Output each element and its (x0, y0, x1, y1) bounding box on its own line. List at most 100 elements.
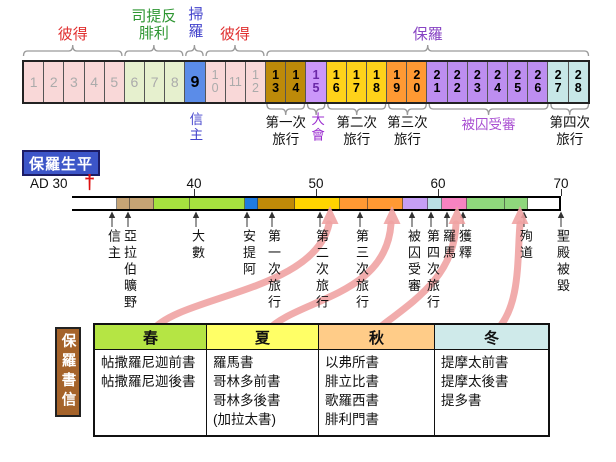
brace-bottom-custody-trial (428, 103, 549, 116)
year-tick-mark (194, 189, 195, 196)
timeline-segment (295, 198, 340, 209)
chapter-cell-2: 2 (44, 62, 65, 102)
chapter-number: 2 (49, 73, 58, 90)
year-tick-label-70: 70 (553, 176, 569, 191)
timeline-event-label: 獲釋 (457, 229, 472, 262)
chapter-number: 5 (110, 73, 119, 90)
timeline-bar (72, 196, 561, 211)
timeline-event-label: 聖殿被毀 (555, 229, 570, 295)
strip-top-label-saul: 掃羅 (186, 6, 204, 40)
chapter-number: 7 (150, 73, 159, 90)
timeline-event-label: 大數 (190, 229, 205, 262)
book-item: 提摩太後書 (441, 374, 509, 389)
season-header-4: 冬 (435, 325, 548, 350)
timeline-segment (528, 198, 559, 209)
timeline-event-label: 第三次旅行 (354, 229, 369, 312)
book-item: 哥林多後書 (213, 393, 281, 408)
strip-bottom-label-journey-1: 第一次旅行 (265, 115, 306, 147)
book-item: 以弗所書 (325, 355, 379, 370)
season-header-2: 夏 (207, 325, 319, 350)
book-item: 帖撒羅尼迦前書 (101, 355, 196, 370)
epistles-table: 春夏秋冬帖撒羅尼迦前書帖撒羅尼迦後書羅馬書哥林多前書哥林多後書(加拉太書)以弗所… (93, 323, 550, 437)
strip-top-label-stephen-philip: 司提反腓利 (131, 8, 177, 42)
strip-bottom-label-council: 大會 (309, 112, 325, 143)
year-tick-label-50: 50 (308, 176, 324, 191)
book-item: 歌羅西書 (325, 393, 379, 408)
timeline-event-label: 第二次旅行 (314, 229, 329, 312)
chapter-cell-4: 4 (84, 62, 105, 102)
timeline-segment (258, 198, 295, 209)
paul-epistles-side-label: 保羅書信 (55, 327, 81, 417)
chapter-number: 1 (29, 73, 38, 90)
timeline-event-label: 殉道 (518, 229, 533, 262)
timeline-segment (403, 198, 428, 209)
timeline-segment (245, 198, 258, 209)
book-item: 羅馬書 (213, 355, 254, 370)
timeline-event-label: 亞拉伯曠野 (122, 229, 137, 312)
paul-life-title: 保羅生平 (22, 150, 100, 176)
timeline-segment (505, 198, 528, 209)
year-tick-mark (561, 189, 562, 196)
chapter-cell-6: 6 (124, 62, 146, 102)
chapter-number: 3 (70, 73, 78, 90)
chapter-cell-11: 11 (225, 62, 246, 102)
chapter-number: 6 (130, 73, 139, 90)
brace-top-saul (185, 44, 204, 57)
strip-top-label-peter-1: 彼得 (57, 26, 88, 43)
year-tick-label-40: 40 (186, 176, 202, 191)
year-tick-mark (438, 189, 439, 196)
season-books-2: 羅馬書哥林多前書哥林多後書(加拉太書) (207, 350, 319, 435)
timeline-segment (72, 198, 117, 209)
chapter-number: 4 (90, 73, 98, 90)
timeline-event-label: 被囚受審 (406, 229, 421, 295)
book-item: 帖撒羅尼迦後書 (101, 374, 196, 389)
strip-bottom-label-journey-4: 第四次旅行 (549, 115, 590, 147)
strip-bottom-label-journey-2: 第二次旅行 (336, 115, 377, 147)
timeline-segment (340, 198, 368, 209)
timeline-segment (442, 198, 467, 209)
timeline-segment (368, 198, 403, 209)
chapter-cell-7: 7 (145, 62, 166, 102)
strip-bottom-label-custody-trial: 被囚受審 (461, 117, 516, 132)
year-tick-label-60: 60 (430, 176, 446, 191)
brace-top-paul (266, 44, 590, 57)
timeline-segment (190, 198, 245, 209)
chapter-cell-3: 3 (64, 62, 85, 102)
strip-top-label-paul: 保羅 (412, 26, 443, 43)
chapter-number: 9 (190, 73, 200, 91)
timeline-segment (428, 198, 442, 209)
chapter-number: 11 (228, 74, 242, 89)
strip-bottom-label-journey-3: 第三次旅行 (387, 115, 428, 147)
